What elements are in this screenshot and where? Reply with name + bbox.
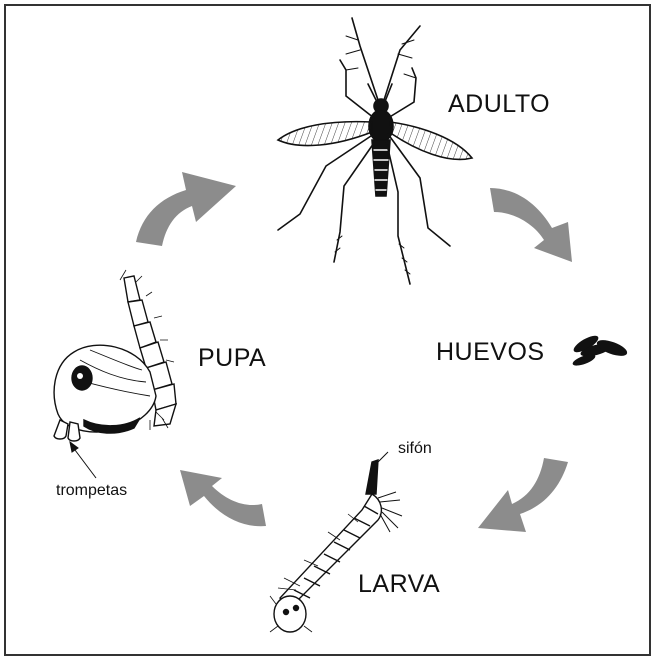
label-eggs: HUEVOS [436, 338, 545, 367]
siphon-pointer-line [378, 452, 388, 462]
adult-mosquito-illustration [278, 18, 472, 284]
label-trumpets: trompetas [56, 482, 127, 500]
label-adult: ADULTO [448, 90, 550, 119]
pupa-illustration [54, 270, 176, 441]
arrow-pupa-to-adult [136, 172, 236, 246]
label-larva: LARVA [358, 570, 440, 599]
larva-illustration [270, 460, 402, 632]
arrow-adult-to-eggs [490, 188, 572, 262]
arrow-eggs-to-larva [478, 458, 568, 532]
eggs-illustration [571, 333, 629, 368]
label-pupa: PUPA [198, 344, 266, 373]
arrow-larva-to-pupa [180, 470, 266, 526]
label-siphon: sifón [398, 440, 432, 458]
trumpets-pointer-arrow [70, 442, 96, 478]
